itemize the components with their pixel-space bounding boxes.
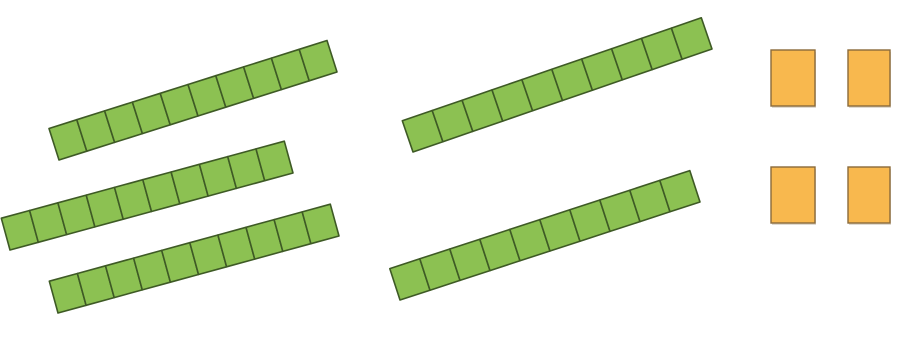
tens-group-left	[1, 41, 339, 314]
unit-cube	[771, 50, 815, 106]
ten-rod	[402, 18, 712, 152]
ten-rod	[390, 171, 700, 300]
ten-rod	[49, 41, 337, 161]
unit-cube	[848, 50, 890, 106]
unit-cube	[771, 167, 815, 223]
tens-group-middle	[390, 18, 712, 300]
ones-group	[771, 50, 891, 225]
unit-cube	[848, 167, 890, 223]
